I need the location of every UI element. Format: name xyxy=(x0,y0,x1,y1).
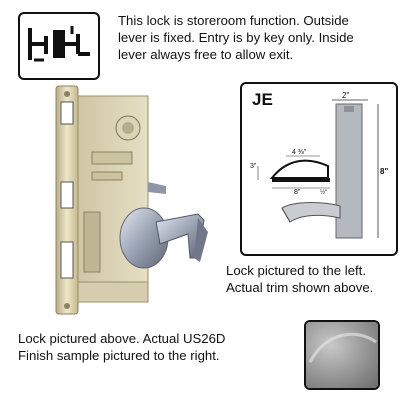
mortise-lock-image xyxy=(55,85,208,315)
lock-photo xyxy=(48,82,218,318)
storeroom-function-icon xyxy=(28,26,90,62)
trim-caption: Lock pictured to the left. Actual trim s… xyxy=(226,262,398,296)
trim-caption-line: Lock pictured to the left. xyxy=(226,263,367,278)
storeroom-function-icon-box xyxy=(18,12,100,80)
finish-sample-swatch xyxy=(304,320,380,390)
dim-thickness: ½" xyxy=(320,189,327,196)
dim-lever-length: 4 ⅜" xyxy=(292,149,307,156)
dim-base-length: 8" xyxy=(294,189,301,196)
description-line: lever always free to allow exit. xyxy=(118,47,294,62)
trim-caption-line: Actual trim shown above. xyxy=(226,280,374,295)
dim-lever-height: 8" xyxy=(380,167,388,176)
je-trim-diagram: 2" 8" 4 ⅜" 3" 8" ½" xyxy=(250,91,388,239)
us26d-finish-sample xyxy=(306,322,378,388)
description-line: This lock is storeroom function. Outside xyxy=(118,13,349,28)
finish-caption: Lock pictured above. Actual US26D Finish… xyxy=(18,330,288,364)
function-description: This lock is storeroom function. Outside… xyxy=(118,12,393,63)
dim-rose-width: 2" xyxy=(342,91,349,100)
finish-caption-line: Finish sample pictured to the right. xyxy=(18,348,220,363)
description-line: lever is fixed. Entry is by key only. In… xyxy=(118,30,354,45)
je-trim-title: JE xyxy=(252,90,273,109)
dim-projection: 3" xyxy=(250,163,257,170)
je-trim-diagram-box: JE 2" 8" 4 ⅜" 3" 8" ½" xyxy=(240,82,398,256)
finish-caption-line: Lock pictured above. Actual US26D xyxy=(18,331,226,346)
